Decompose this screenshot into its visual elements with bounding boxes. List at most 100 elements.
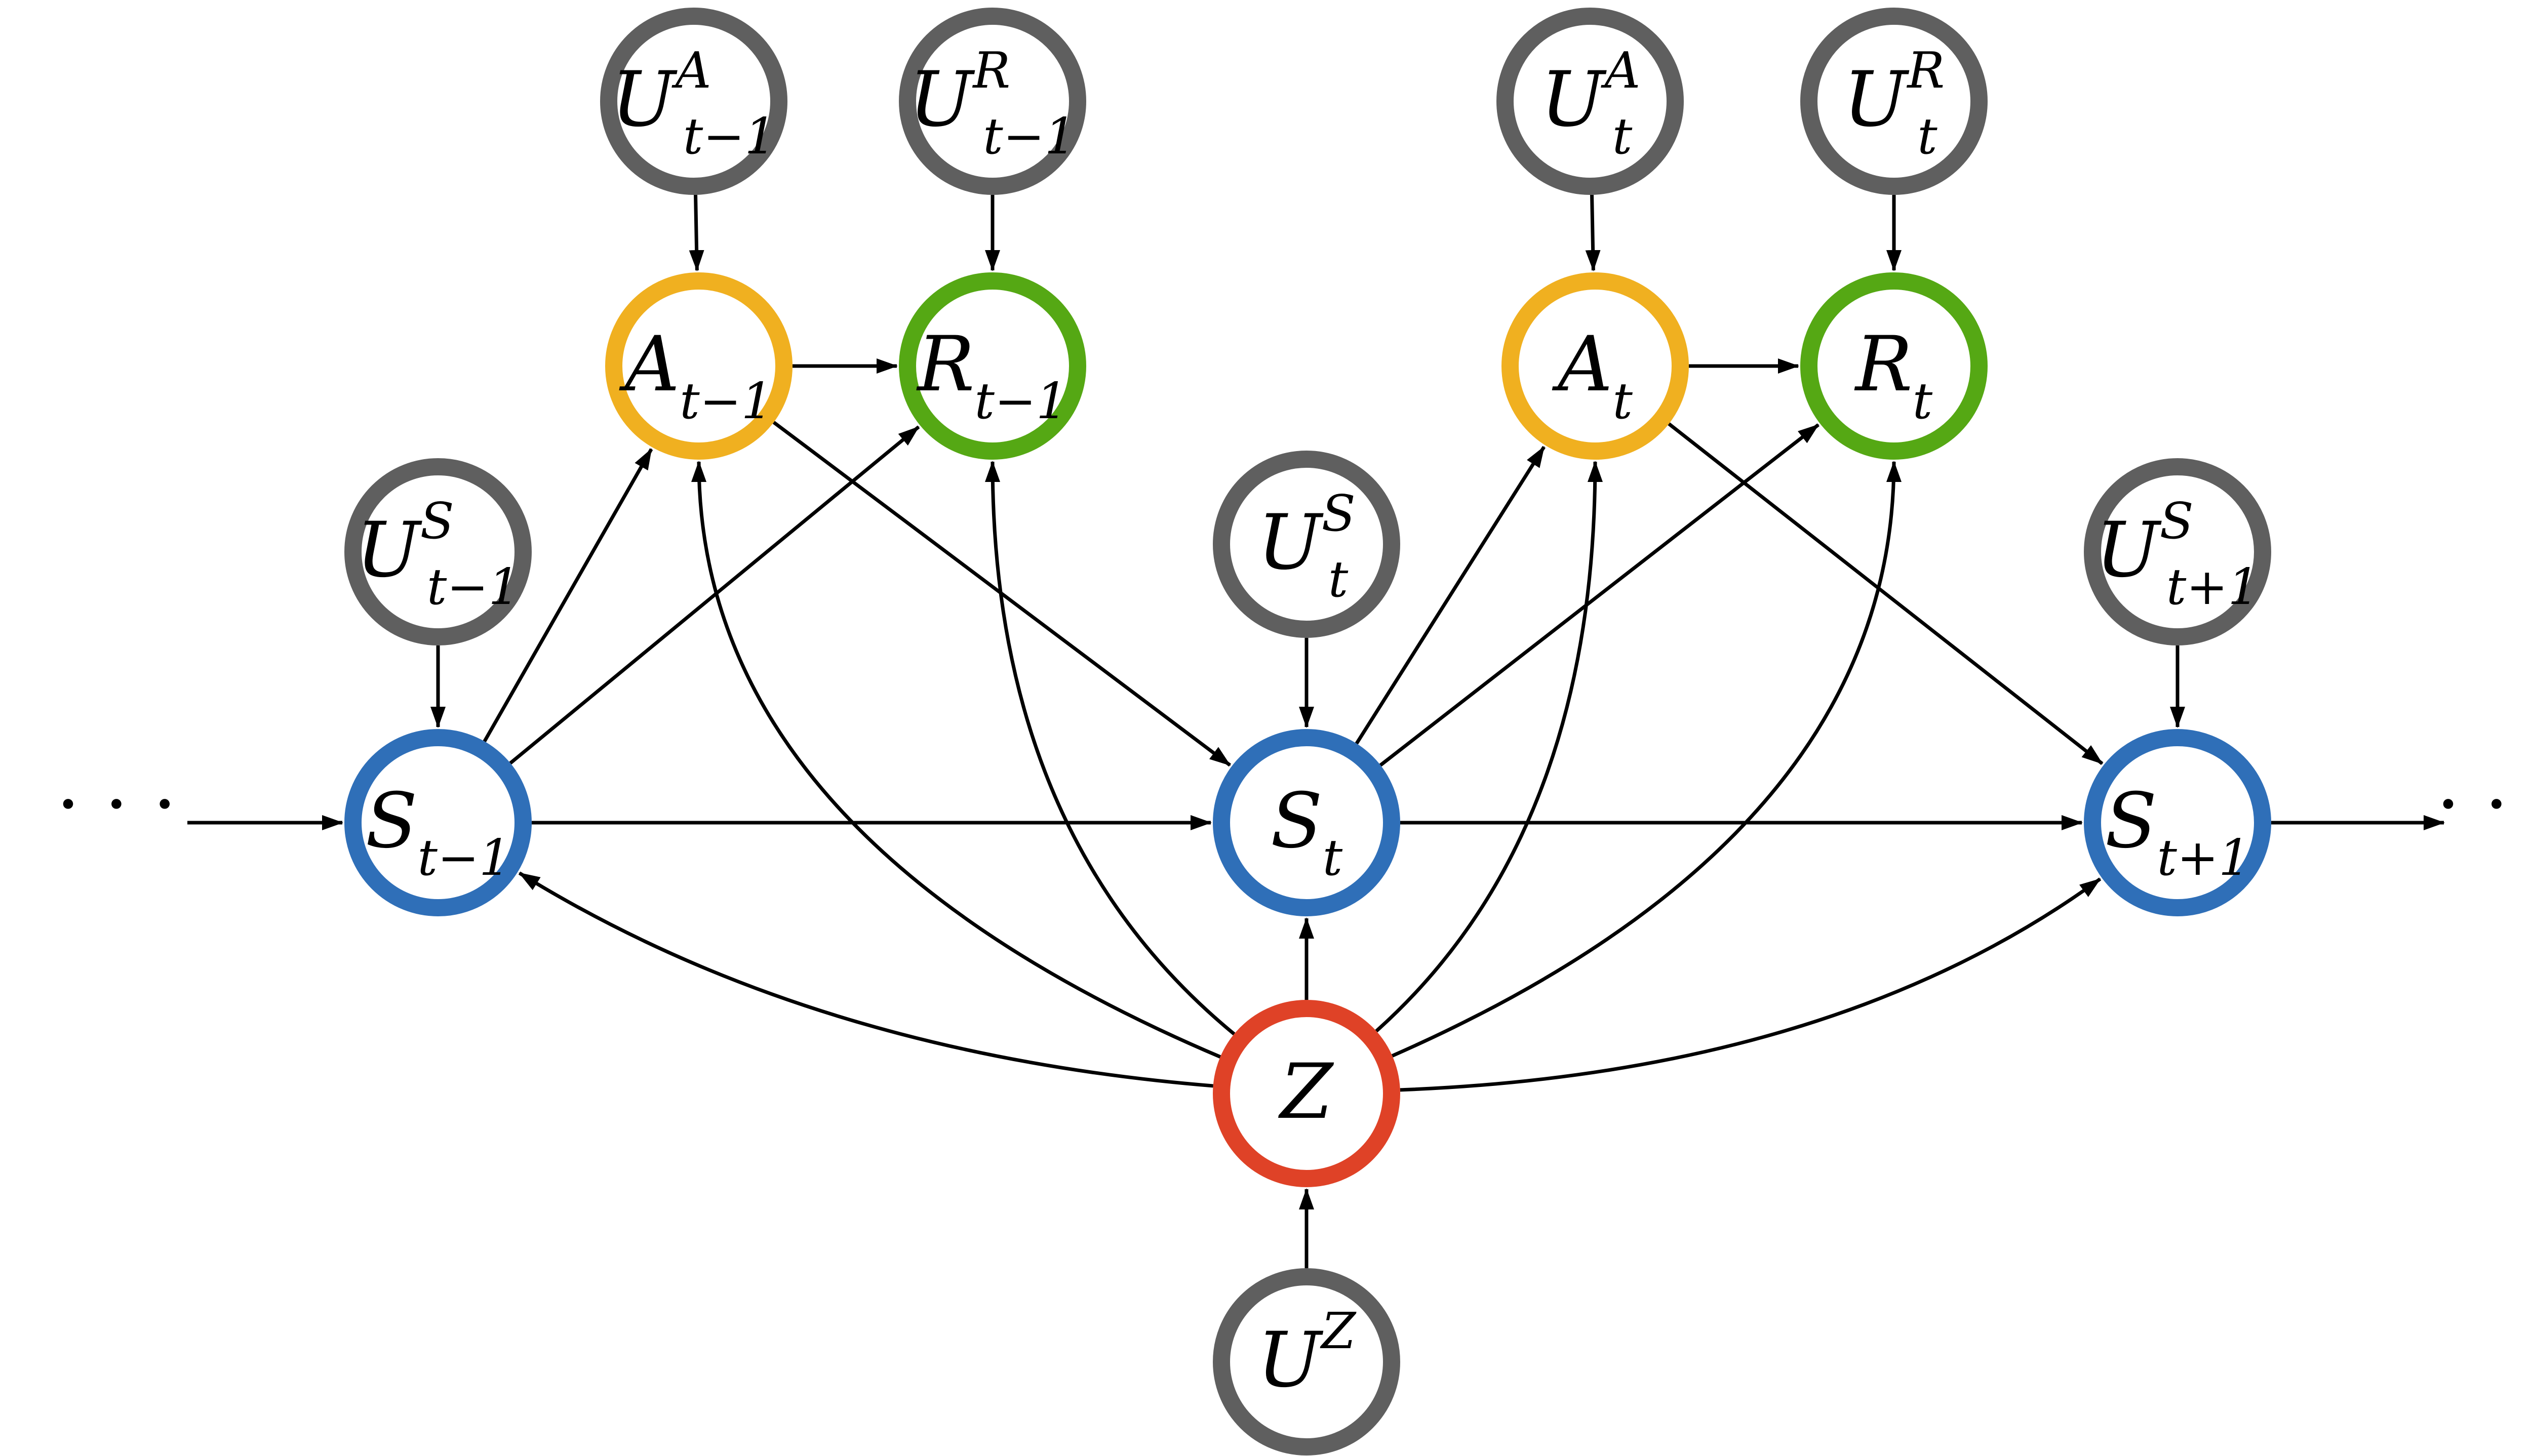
- node-Z: Z: [1213, 1000, 1400, 1187]
- node-ring: [1496, 8, 1684, 195]
- node-subscript: t: [1612, 373, 1633, 430]
- node-symbol: A: [619, 320, 680, 409]
- edge-S_t-to-A_t: [1355, 446, 1546, 745]
- node-subscript: t−1: [427, 558, 520, 616]
- node-symbol: S: [2105, 777, 2157, 865]
- node-superscript: S: [420, 493, 454, 550]
- node-label: UZ: [1257, 1303, 1357, 1404]
- edge-UA_t-to-A_t: [1585, 194, 1601, 272]
- node-label: St: [1271, 777, 1343, 887]
- node-label: Rt−1: [916, 320, 1068, 430]
- node-symbol: S: [366, 777, 418, 865]
- node-ring: [600, 8, 787, 195]
- edge-Z-to-A_tm1: [691, 461, 1221, 1059]
- node-ring: [2084, 729, 2271, 916]
- node-subscript: t: [1323, 829, 1343, 887]
- node-subscript: t+1: [2166, 558, 2260, 616]
- node-subscript: t: [1328, 551, 1349, 609]
- node-label: St−1: [366, 777, 511, 887]
- node-symbol: Z: [1278, 1048, 1334, 1136]
- node-ring: [344, 729, 532, 916]
- node-A_tm1: At−1: [605, 272, 793, 460]
- node-subscript: t−1: [983, 108, 1076, 166]
- node-symbol: S: [1271, 777, 1323, 865]
- continuation-right: · · ·: [2436, 760, 2532, 848]
- node-label: At: [1552, 320, 1633, 430]
- node-ring: [1800, 8, 1988, 195]
- node-ring: [1213, 451, 1400, 638]
- node-subscript: t+1: [2157, 829, 2250, 887]
- node-symbol: U: [2095, 506, 2162, 594]
- node-ring: [344, 458, 532, 645]
- node-ring: [1800, 272, 1988, 460]
- node-superscript: A: [1601, 42, 1640, 100]
- edge-Z-to-S_tm1: [518, 871, 1213, 1088]
- node-label: At−1: [619, 320, 773, 430]
- node-subscript: t−1: [683, 108, 776, 166]
- edge-Z-to-A_t: [1375, 461, 1603, 1033]
- edge-S_tm1-to-R_tm1: [509, 425, 920, 765]
- node-ring: [1501, 272, 1689, 460]
- node-ring: [605, 272, 793, 460]
- node-S_t: St: [1213, 729, 1400, 916]
- node-subscript: t−1: [417, 829, 510, 887]
- node-subscript: t−1: [680, 373, 773, 430]
- node-symbol: U: [356, 506, 422, 594]
- node-superscript: S: [1322, 485, 1356, 543]
- node-ring: [1213, 1000, 1400, 1187]
- node-S_tp1: St+1: [2084, 729, 2271, 916]
- edge-S_tm1-to-A_tm1: [483, 448, 653, 743]
- node-subscript: t−1: [975, 373, 1068, 430]
- node-symbol: U: [909, 56, 975, 144]
- node-symbol: R: [1854, 320, 1913, 409]
- node-symbol: U: [1257, 499, 1324, 587]
- node-symbol: A: [1552, 320, 1612, 409]
- node-symbol: U: [1843, 56, 1910, 144]
- edges-layer: [187, 194, 2445, 1268]
- node-ring: [1213, 1268, 1400, 1455]
- node-label: St+1: [2105, 777, 2250, 887]
- edge-A_t-to-S_tp1: [1668, 422, 2104, 765]
- edge-Z-to-S_tp1: [1400, 877, 2102, 1092]
- node-R_t: Rt: [1800, 272, 1988, 460]
- node-R_tm1: Rt−1: [899, 272, 1086, 460]
- node-symbol: U: [1257, 1316, 1324, 1404]
- node-superscript: Z: [1320, 1303, 1357, 1360]
- node-subscript: t: [1913, 373, 1933, 430]
- node-superscript: A: [671, 42, 710, 100]
- node-symbol: R: [916, 320, 975, 409]
- node-UZ: UZ: [1213, 1268, 1400, 1455]
- edge-Z-to-R_t: [1391, 461, 1902, 1058]
- continuation-left: · · ·: [56, 760, 177, 848]
- node-subscript: t: [1917, 108, 1937, 166]
- node-subscript: t: [1612, 108, 1633, 166]
- node-ring: [899, 272, 1086, 460]
- node-S_tm1: St−1: [344, 729, 532, 916]
- node-A_t: At: [1501, 272, 1689, 460]
- node-symbol: U: [611, 56, 678, 144]
- node-ring: [899, 8, 1086, 195]
- node-symbol: U: [1540, 56, 1607, 144]
- node-superscript: S: [2160, 493, 2194, 550]
- node-superscript: R: [972, 42, 1010, 100]
- node-ring: [2084, 458, 2271, 645]
- node-label: Rt: [1854, 320, 1933, 430]
- node-superscript: R: [1906, 42, 1945, 100]
- node-label: Z: [1278, 1048, 1334, 1136]
